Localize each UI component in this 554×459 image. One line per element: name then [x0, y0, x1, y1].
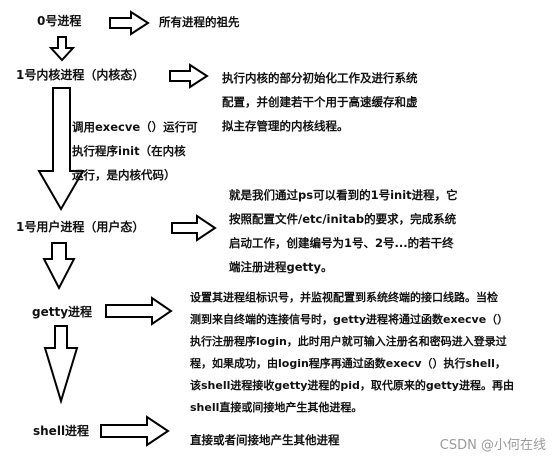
- stage-3-desc-line-4: 该shell进程接收getty进程的pid，取代原来的getty进程。再由: [190, 379, 514, 392]
- watermark: CSDN @小何在线: [439, 438, 546, 453]
- stage-2-label: 1号用户进程（用户态）: [16, 220, 145, 234]
- stage-1-label: 1号内核进程（内核态）: [16, 68, 145, 82]
- arrow-right-4: [100, 415, 170, 447]
- transition-note-line-1: 执行程序init（在内核: [72, 144, 186, 158]
- stage-2-desc-line-3: 端注册进程getty。: [229, 260, 333, 274]
- stage-3-desc-line-2: 执行注册程序login，此时用户就可输入注册名和密码进入登录过: [190, 335, 507, 348]
- arrow-down-2: [42, 242, 76, 291]
- stage-4-label: shell进程: [33, 424, 90, 438]
- transition-note-line-0: 调用execve（）运行可: [72, 120, 198, 134]
- stage-1-desc-line-1: 配置，并创建若干个用于高速缓存和虚: [222, 95, 418, 109]
- stage-2-desc-line-2: 启动工作，创建编号为1号、2号...的若干终: [229, 236, 454, 250]
- stage-1-desc-line-2: 拟主存管理的内核线程。: [222, 119, 349, 133]
- stage-4-desc-line-0: 直接或者间接地产生其他进程: [190, 433, 340, 447]
- arrow-right-0: [109, 10, 150, 36]
- stage-3-desc-line-0: 设置其进程组标识号，并监视配置到系统终端的接口线路。当检: [190, 291, 498, 304]
- stage-3-label: getty进程: [32, 305, 93, 319]
- stage-2-desc-line-1: 按照配置文件/etc/initab的要求，完成系统: [229, 212, 457, 226]
- stage-1-desc-line-0: 执行内核的部分初始化工作及进行系统: [222, 71, 418, 85]
- arrow-right-1: [169, 63, 209, 89]
- arrow-right-2: [171, 214, 217, 242]
- arrow-right-3: [105, 296, 173, 326]
- transition-note-line-2: 运行，是内核代码）: [72, 168, 176, 182]
- arrow-down-3: [43, 325, 79, 405]
- stage-3-desc-line-5: shell直接或间接地产生其他进程。: [190, 401, 363, 414]
- stage-3-desc-line-3: 程，如果成功，由login程序再通过函数execv（）执行shell，: [190, 357, 506, 370]
- stage-0-label: 0号进程: [37, 14, 82, 28]
- stage-3-desc-line-1: 测到来自终端的连接信号时，getty进程将通过函数execve（）: [190, 313, 509, 326]
- stage-2-desc-line-0: 就是我们通过ps可以看到的1号init进程，它: [229, 188, 458, 202]
- arrow-down-0: [48, 36, 76, 62]
- stage-0-desc-line-0: 所有进程的祖先: [159, 15, 240, 29]
- arrow-down-1: [37, 87, 85, 211]
